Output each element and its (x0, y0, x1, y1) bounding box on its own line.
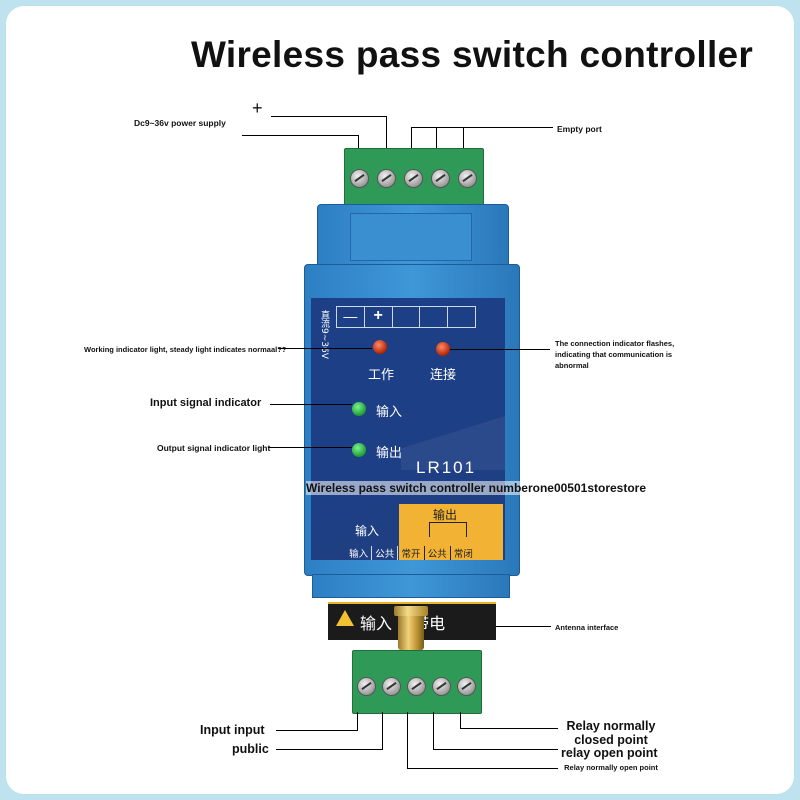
terminal-screw (377, 169, 396, 188)
callout-line (411, 127, 412, 154)
empty-port-label: Empty port (557, 124, 602, 134)
watermark-caption: Wireless pass switch controller numberon… (306, 481, 647, 495)
work-led (373, 340, 387, 354)
bottom-terminal-labels: 输入 公共 常开 公共 常闭 (346, 546, 476, 560)
work-label: 工作 (368, 368, 395, 383)
connection-indicator-label: The connection indicator flashes, indica… (555, 339, 675, 370)
callout-line (433, 712, 434, 750)
device-top-cap (317, 204, 509, 268)
input-input-label: Input input (200, 723, 265, 737)
relay-closed-label: Relay normally closed point (566, 719, 656, 747)
panel-terminal-row: — + (336, 306, 476, 328)
terminal-screw (432, 677, 451, 696)
callout-line (271, 116, 387, 117)
minus-marker: — (337, 307, 365, 327)
empty-cell (420, 307, 449, 327)
model-label: LR101 (416, 458, 477, 477)
terminal-label-input: 输入 (346, 546, 373, 560)
working-indicator-label: Working indicator light, steady light in… (84, 345, 287, 354)
callout-line (386, 116, 387, 154)
empty-cell (448, 307, 475, 327)
terminal-screw (404, 169, 423, 188)
terminal-screw (382, 677, 401, 696)
terminal-screw (457, 677, 476, 696)
top-terminal-block (344, 148, 484, 206)
terminal-label-common: 公共 (372, 546, 399, 560)
callout-line (242, 135, 359, 136)
product-card: Wireless pass switch controller + Dc9~36… (6, 6, 794, 794)
terminal-label-nc: 常闭 (453, 549, 473, 560)
input-signal-label: Input signal indicator (150, 397, 262, 409)
dc-voltage-label: 直流9~36V (319, 310, 329, 359)
connect-label: 连接 (430, 368, 457, 383)
page-title: Wireless pass switch controller (191, 34, 754, 75)
callout-line (460, 728, 558, 729)
callout-line (382, 712, 383, 750)
relay-open-label: relay open point (561, 746, 658, 760)
terminal-screw (350, 169, 369, 188)
callout-line (358, 135, 359, 154)
public-label: public (232, 742, 269, 756)
callout-line (411, 127, 553, 128)
output-section-label: 输出 (433, 508, 458, 522)
relay-normally-open-label: Relay normally open point (564, 763, 658, 772)
power-plus-sign: + (252, 98, 263, 118)
power-supply-label: Dc9~36v power supply (134, 118, 226, 128)
input-led (352, 402, 366, 416)
output-led (352, 443, 366, 457)
plus-marker: + (365, 307, 393, 327)
device-skirt (312, 574, 510, 598)
terminal-label-no: 常开 (398, 546, 425, 560)
input-section-label: 输入 (355, 524, 380, 538)
antenna-connector-icon (394, 606, 428, 650)
callout-line (268, 447, 352, 448)
callout-line (450, 349, 550, 350)
bottom-terminal-block (352, 650, 482, 714)
relay-symbol (429, 522, 467, 537)
terminal-screw (458, 169, 477, 188)
terminal-screw (357, 677, 376, 696)
warning-icon (336, 610, 354, 626)
callout-line (460, 712, 461, 729)
callout-line (433, 749, 558, 750)
callout-line (276, 730, 358, 731)
callout-line (278, 348, 372, 349)
connector-nut (394, 606, 428, 616)
empty-cell (393, 307, 421, 327)
input-led-label: 输入 (376, 405, 403, 420)
callout-line (276, 749, 383, 750)
output-signal-label: Output signal indicator light (157, 443, 271, 453)
terminal-screw (431, 169, 450, 188)
cap-recess (350, 213, 472, 261)
callout-line (357, 712, 358, 731)
terminal-label-common2: 公共 (425, 546, 451, 560)
callout-line (496, 626, 551, 627)
output-led-label: 输出 (376, 446, 403, 461)
output-section: 输出 (399, 504, 503, 560)
antenna-interface-label: Antenna interface (555, 623, 619, 632)
callout-line (270, 404, 352, 405)
callout-line (436, 127, 437, 154)
terminal-screw (407, 677, 426, 696)
callout-line (463, 127, 464, 154)
connect-led (436, 342, 450, 356)
callout-line (407, 768, 558, 769)
callout-line (407, 712, 408, 769)
